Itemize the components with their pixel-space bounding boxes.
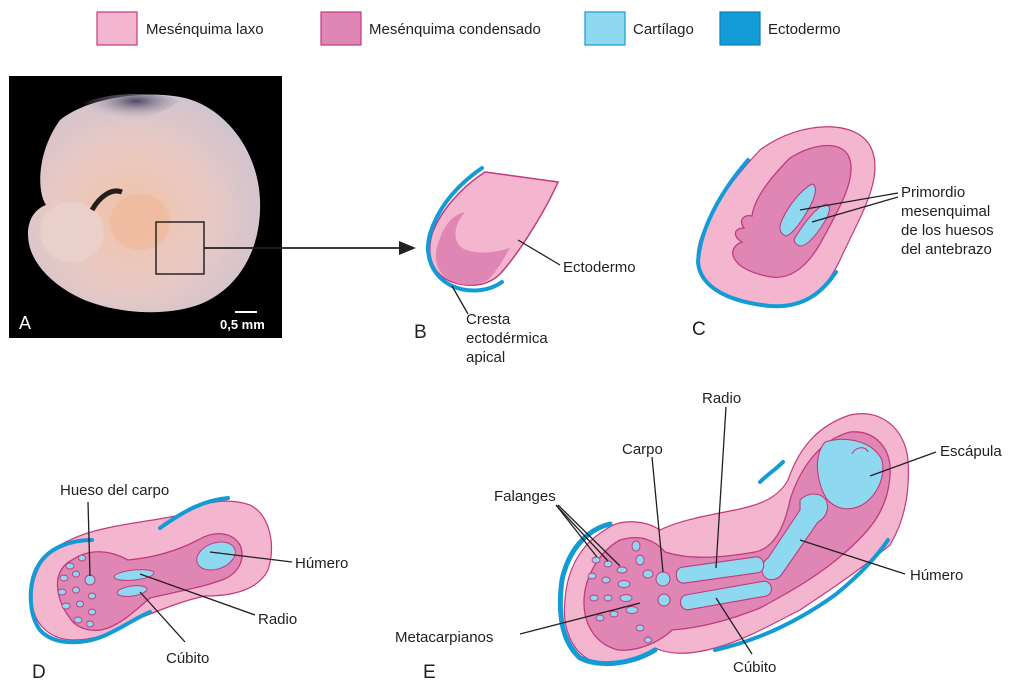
e-metacarpals-label: Metacarpianos bbox=[395, 629, 493, 646]
legend-swatch-cartilage bbox=[585, 12, 625, 45]
legend-label-condensed-mesenchyme: Mesénquima condensado bbox=[369, 21, 541, 38]
panel-a-photo: 0,5 mm A bbox=[9, 76, 282, 338]
scale-bar-label: 0,5 mm bbox=[220, 317, 265, 332]
panel-d-limb bbox=[31, 498, 272, 642]
panel-b-limb-bud bbox=[428, 168, 558, 291]
legend: Mesénquima laxo Mesénquima condensado Ca… bbox=[97, 12, 841, 45]
e-humerus-label: Húmero bbox=[910, 567, 963, 584]
d-humerus-label: Húmero bbox=[295, 555, 348, 572]
d-radius-label: Radio bbox=[258, 611, 297, 628]
primordium-line-4: del antebrazo bbox=[901, 241, 992, 258]
legend-label-loose-mesenchyme: Mesénquima laxo bbox=[146, 21, 264, 38]
ectoderm-label: Ectodermo bbox=[563, 259, 636, 276]
e-carpus-cartilage bbox=[656, 572, 670, 586]
panel-a-letter: A bbox=[19, 313, 31, 333]
ectoderm-leader bbox=[518, 240, 560, 265]
d-carpal-label: Hueso del carpo bbox=[60, 482, 169, 499]
e-ectoderm-forearm bbox=[760, 462, 783, 482]
legend-swatch-ectoderm bbox=[720, 12, 760, 45]
primordium-line-3: de los huesos bbox=[901, 222, 994, 239]
e-ulna-label: Cúbito bbox=[733, 659, 776, 676]
aer-label-line-2: ectodérmica bbox=[466, 330, 548, 347]
embryo-tail-bud bbox=[40, 202, 104, 262]
legend-swatch-loose-mesenchyme bbox=[97, 12, 137, 45]
legend-swatch-condensed-mesenchyme bbox=[321, 12, 361, 45]
panel-b-letter: B bbox=[414, 322, 427, 343]
d-ulna-label: Cúbito bbox=[166, 650, 209, 667]
primordium-line-2: mesenquimal bbox=[901, 203, 990, 220]
panel-c-letter: C bbox=[692, 319, 706, 340]
primordium-label: Primordio mesenquimal de los huesos del … bbox=[901, 184, 998, 258]
d-carpal-cartilage bbox=[85, 575, 95, 585]
e-radius-label: Radio bbox=[702, 390, 741, 407]
panel-c-limb bbox=[697, 127, 875, 307]
e-carpus-label: Carpo bbox=[622, 441, 663, 458]
legend-label-ectoderm: Ectodermo bbox=[768, 21, 841, 38]
e-carpus-cartilage-2 bbox=[658, 594, 670, 606]
panel-d-letter: D bbox=[32, 662, 46, 681]
panel-e-letter: E bbox=[423, 662, 436, 681]
aer-label-line-3: apical bbox=[466, 349, 505, 366]
aer-label: Cresta ectodérmica apical bbox=[466, 311, 552, 366]
primordium-line-1: Primordio bbox=[901, 184, 965, 201]
e-phalanges-label: Falanges bbox=[494, 488, 556, 505]
e-scapula-label: Escápula bbox=[940, 443, 1002, 460]
aer-label-line-1: Cresta bbox=[466, 311, 511, 328]
legend-label-cartilage: Cartílago bbox=[633, 21, 694, 38]
